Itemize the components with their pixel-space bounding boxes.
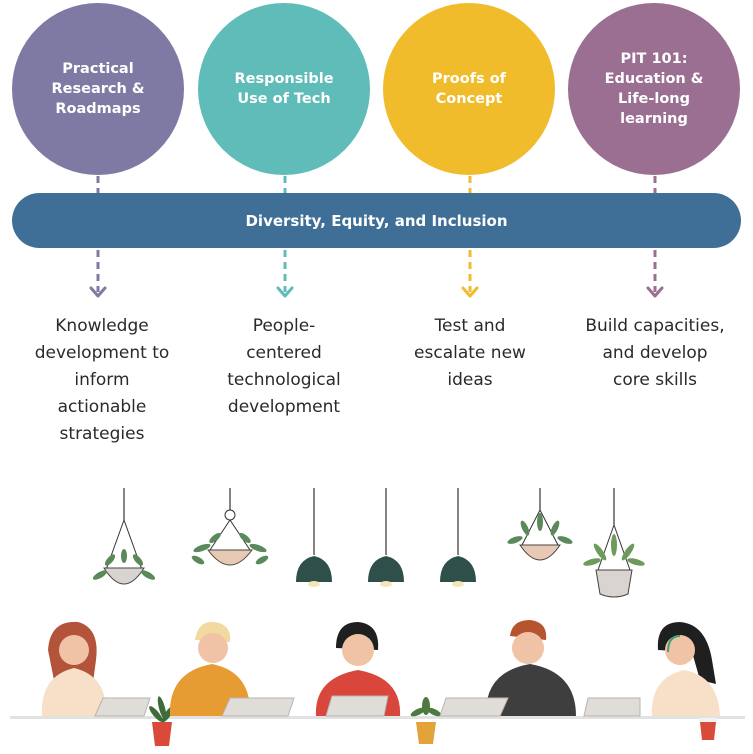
- pillar-circle-proofs: Proofs of Concept: [383, 3, 555, 175]
- pillar-label-research: Practical Research & Roadmaps: [51, 61, 145, 117]
- person-icon: [651, 622, 720, 716]
- desk-surface: [10, 716, 745, 719]
- pillar-label-education: PIT 101: Education & Life-long learning: [604, 51, 704, 127]
- laptop-icon: [221, 697, 295, 717]
- outcome-education: Build capacities, and develop core skill…: [585, 316, 725, 390]
- outcome-responsible-tech: People- centered technological developme…: [227, 316, 341, 417]
- person-icon: [485, 620, 576, 716]
- dei-bar: Diversity, Equity, and Inclusion: [12, 193, 741, 248]
- laptop-icon: [583, 697, 641, 717]
- potted-plant-icon: [410, 697, 442, 744]
- pendant-lamp-icon: [296, 556, 476, 582]
- arrow-head-4: [646, 286, 664, 298]
- pillar-label-responsible-tech: Responsible Use of Tech: [234, 71, 334, 107]
- hanging-plant-icon: [191, 509, 269, 566]
- outcome-research: Knowledge development to inform actionab…: [34, 316, 170, 444]
- arrow-head-2: [276, 286, 294, 298]
- pillar-circle-responsible-tech: Responsible Use of Tech: [198, 3, 370, 175]
- hanging-plant-icon: [507, 509, 573, 561]
- pillar-label-proofs: Proofs of Concept: [432, 71, 506, 107]
- person-icon: [41, 621, 107, 716]
- connector-lines: [89, 176, 664, 298]
- pillar-circle-research: Practical Research & Roadmaps: [12, 3, 184, 175]
- office-workers-illustration: [10, 488, 745, 746]
- laptop-icon: [439, 697, 509, 717]
- cup-icon: [699, 718, 717, 740]
- laptop-icon: [94, 697, 151, 717]
- dei-bar-label: Diversity, Equity, and Inclusion: [245, 211, 508, 230]
- laptop-icon: [325, 695, 389, 717]
- pillar-circle-education: PIT 101: Education & Life-long learning: [568, 3, 740, 175]
- outcome-proofs: Test and escalate new ideas: [414, 316, 526, 390]
- arrow-head-3: [461, 286, 479, 298]
- arrow-head-1: [89, 286, 107, 298]
- hanging-plant-icon: [583, 524, 645, 598]
- hanging-plant-icon: [92, 519, 156, 585]
